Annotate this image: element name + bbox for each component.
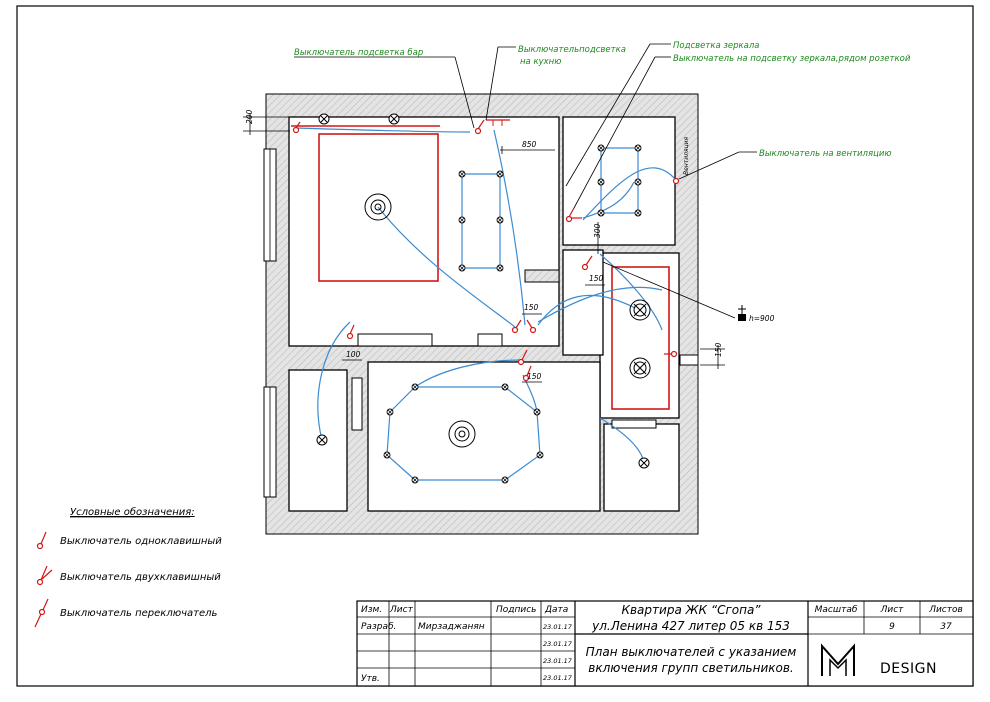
switch-icon-main-1 — [511, 319, 522, 334]
spot-light-icon — [501, 476, 509, 484]
spot-light-icon — [496, 170, 504, 178]
spot-light-icon — [597, 209, 605, 217]
tb-header-izm: Изм. — [361, 605, 382, 615]
dim-300: 300 — [593, 223, 602, 238]
tb-sheet-title-1: План выключателей с указанием — [586, 645, 797, 659]
switch-icon-small-room — [346, 324, 355, 340]
annotation-mirror-switch: Выключатель на подсветку зеркала,рядом р… — [673, 54, 911, 64]
spot-light-icon — [634, 209, 642, 217]
annotation-kitchen-switch-2: на кухню — [520, 57, 561, 67]
mirror-lamp-top — [629, 299, 651, 321]
spot-light-icon — [411, 383, 419, 391]
legend: Условные обозначения: Выключатель однокл… — [34, 506, 222, 628]
tb-date-1: 23.01.17 — [543, 623, 573, 631]
logo-text: DESIGN — [880, 661, 937, 677]
switch-icon-corridor — [581, 255, 593, 271]
spot-light-icon — [458, 216, 466, 224]
dim-150-bottom: 150 — [527, 372, 542, 381]
lamp-small-room-left — [316, 434, 328, 446]
tb-project-line-1: Квартира ЖК “Сгопа” — [621, 603, 761, 617]
socket-height-label: h=900 — [749, 314, 775, 323]
tb-date-3: 23.01.17 — [543, 657, 573, 665]
tb-header-list: Лист — [389, 605, 414, 615]
spot-light-icon — [634, 178, 642, 186]
dim-850: 850 — [522, 140, 537, 149]
annotation-vent-switch: Выключатель на вентиляцию — [759, 149, 892, 159]
spot-light-icon — [533, 408, 541, 416]
tb-sheet-title-2: включения групп светильников. — [588, 661, 793, 675]
dim-200: 200 — [245, 109, 254, 124]
dim-150-right: 150 — [714, 342, 723, 357]
spot-light-icon — [536, 451, 544, 459]
switch-icon-bottom-1 — [517, 349, 528, 366]
spot-lights — [383, 144, 642, 484]
wall-lamp-top-1 — [318, 113, 330, 125]
tb-listov-value: 37 — [940, 622, 952, 632]
wall-lamp-top-2 — [388, 113, 400, 125]
switch-icon-bar — [292, 121, 301, 134]
lighting-zones — [291, 125, 670, 410]
ceiling-light-zone-main — [318, 133, 439, 282]
socket-marker: h=900 — [602, 261, 775, 323]
tb-masshtab: Масштаб — [815, 605, 858, 615]
switch-icon-kitchen — [474, 119, 510, 135]
spot-light-icon — [634, 144, 642, 152]
legend-double-switch-icon — [36, 565, 53, 586]
spot-light-icon — [496, 264, 504, 272]
switch-icon-mirror — [565, 207, 582, 223]
title-block: Изм. Лист Подпись Дата Разраб. Мирзаджан… — [356, 600, 974, 687]
dim-100: 100 — [346, 350, 361, 359]
annotation-mirror-light: Подсветка зеркала — [673, 41, 760, 51]
legend-toggle-switch-icon — [34, 598, 49, 628]
spot-light-icon — [496, 216, 504, 224]
lamp-small-room-right — [638, 457, 650, 469]
tb-date-2: 23.01.17 — [543, 640, 573, 648]
tb-date-4: 23.01.17 — [543, 674, 573, 682]
annotation-kitchen-switch-1: Выключательподсветка — [518, 45, 626, 55]
legend-toggle-switch: Выключатель переключатель — [60, 608, 218, 619]
walls — [263, 93, 699, 535]
spot-light-icon — [458, 264, 466, 272]
tb-header-data: Дата — [544, 605, 568, 615]
tb-project-line-2: ул.Ленина 427 литер 05 кв 153 — [591, 619, 790, 633]
chandelier-main — [364, 193, 392, 221]
spot-light-icon — [411, 476, 419, 484]
legend-double-switch: Выключатель двухклавишный — [60, 572, 221, 583]
spot-light-icon — [386, 408, 394, 416]
spot-light-icon — [597, 144, 605, 152]
dim-150-main: 150 — [524, 303, 539, 312]
switch-icon-bottom-2 — [522, 365, 532, 382]
mirror-lamp-bottom — [629, 357, 651, 379]
switch-icon-main-2 — [526, 319, 537, 334]
switch-icon-vent — [672, 177, 680, 185]
legend-single-switch-icon — [36, 531, 47, 550]
mirror-light-zone — [611, 266, 670, 410]
tb-razrab: Разраб. — [361, 622, 396, 632]
legend-title: Условные обозначения: — [70, 506, 195, 518]
tb-listov-label: Листов — [928, 605, 963, 615]
light-fixtures — [316, 113, 651, 484]
legend-single-switch: Выключатель одноклавишный — [60, 536, 222, 547]
tb-list-value: 9 — [889, 622, 895, 632]
spot-light-icon — [597, 178, 605, 186]
spot-light-icon — [383, 451, 391, 459]
tb-list-label: Лист — [880, 605, 905, 615]
switch-icon-mirror-lamps — [664, 350, 678, 358]
tb-utv: Утв. — [361, 674, 380, 684]
spot-light-icon — [458, 170, 466, 178]
vent-label: Вентиляция — [683, 136, 690, 175]
dimension-lines: 200 850 300 150 150 150 150 100 — [243, 109, 725, 383]
spot-light-icon — [501, 383, 509, 391]
tb-designer: Мирзаджанян — [418, 622, 485, 632]
switch-wiring — [295, 127, 677, 481]
dim-150-corridor: 150 — [589, 274, 604, 283]
tb-header-podpis: Подпись — [496, 605, 536, 615]
annotations: Выключатель подсветка бар Выключательпод… — [294, 41, 911, 209]
chandelier-bottom-room — [448, 420, 476, 448]
switches — [292, 119, 680, 382]
annotation-bar-switch: Выключатель подсветка бар — [294, 48, 423, 58]
company-logo: DESIGN — [821, 643, 937, 677]
